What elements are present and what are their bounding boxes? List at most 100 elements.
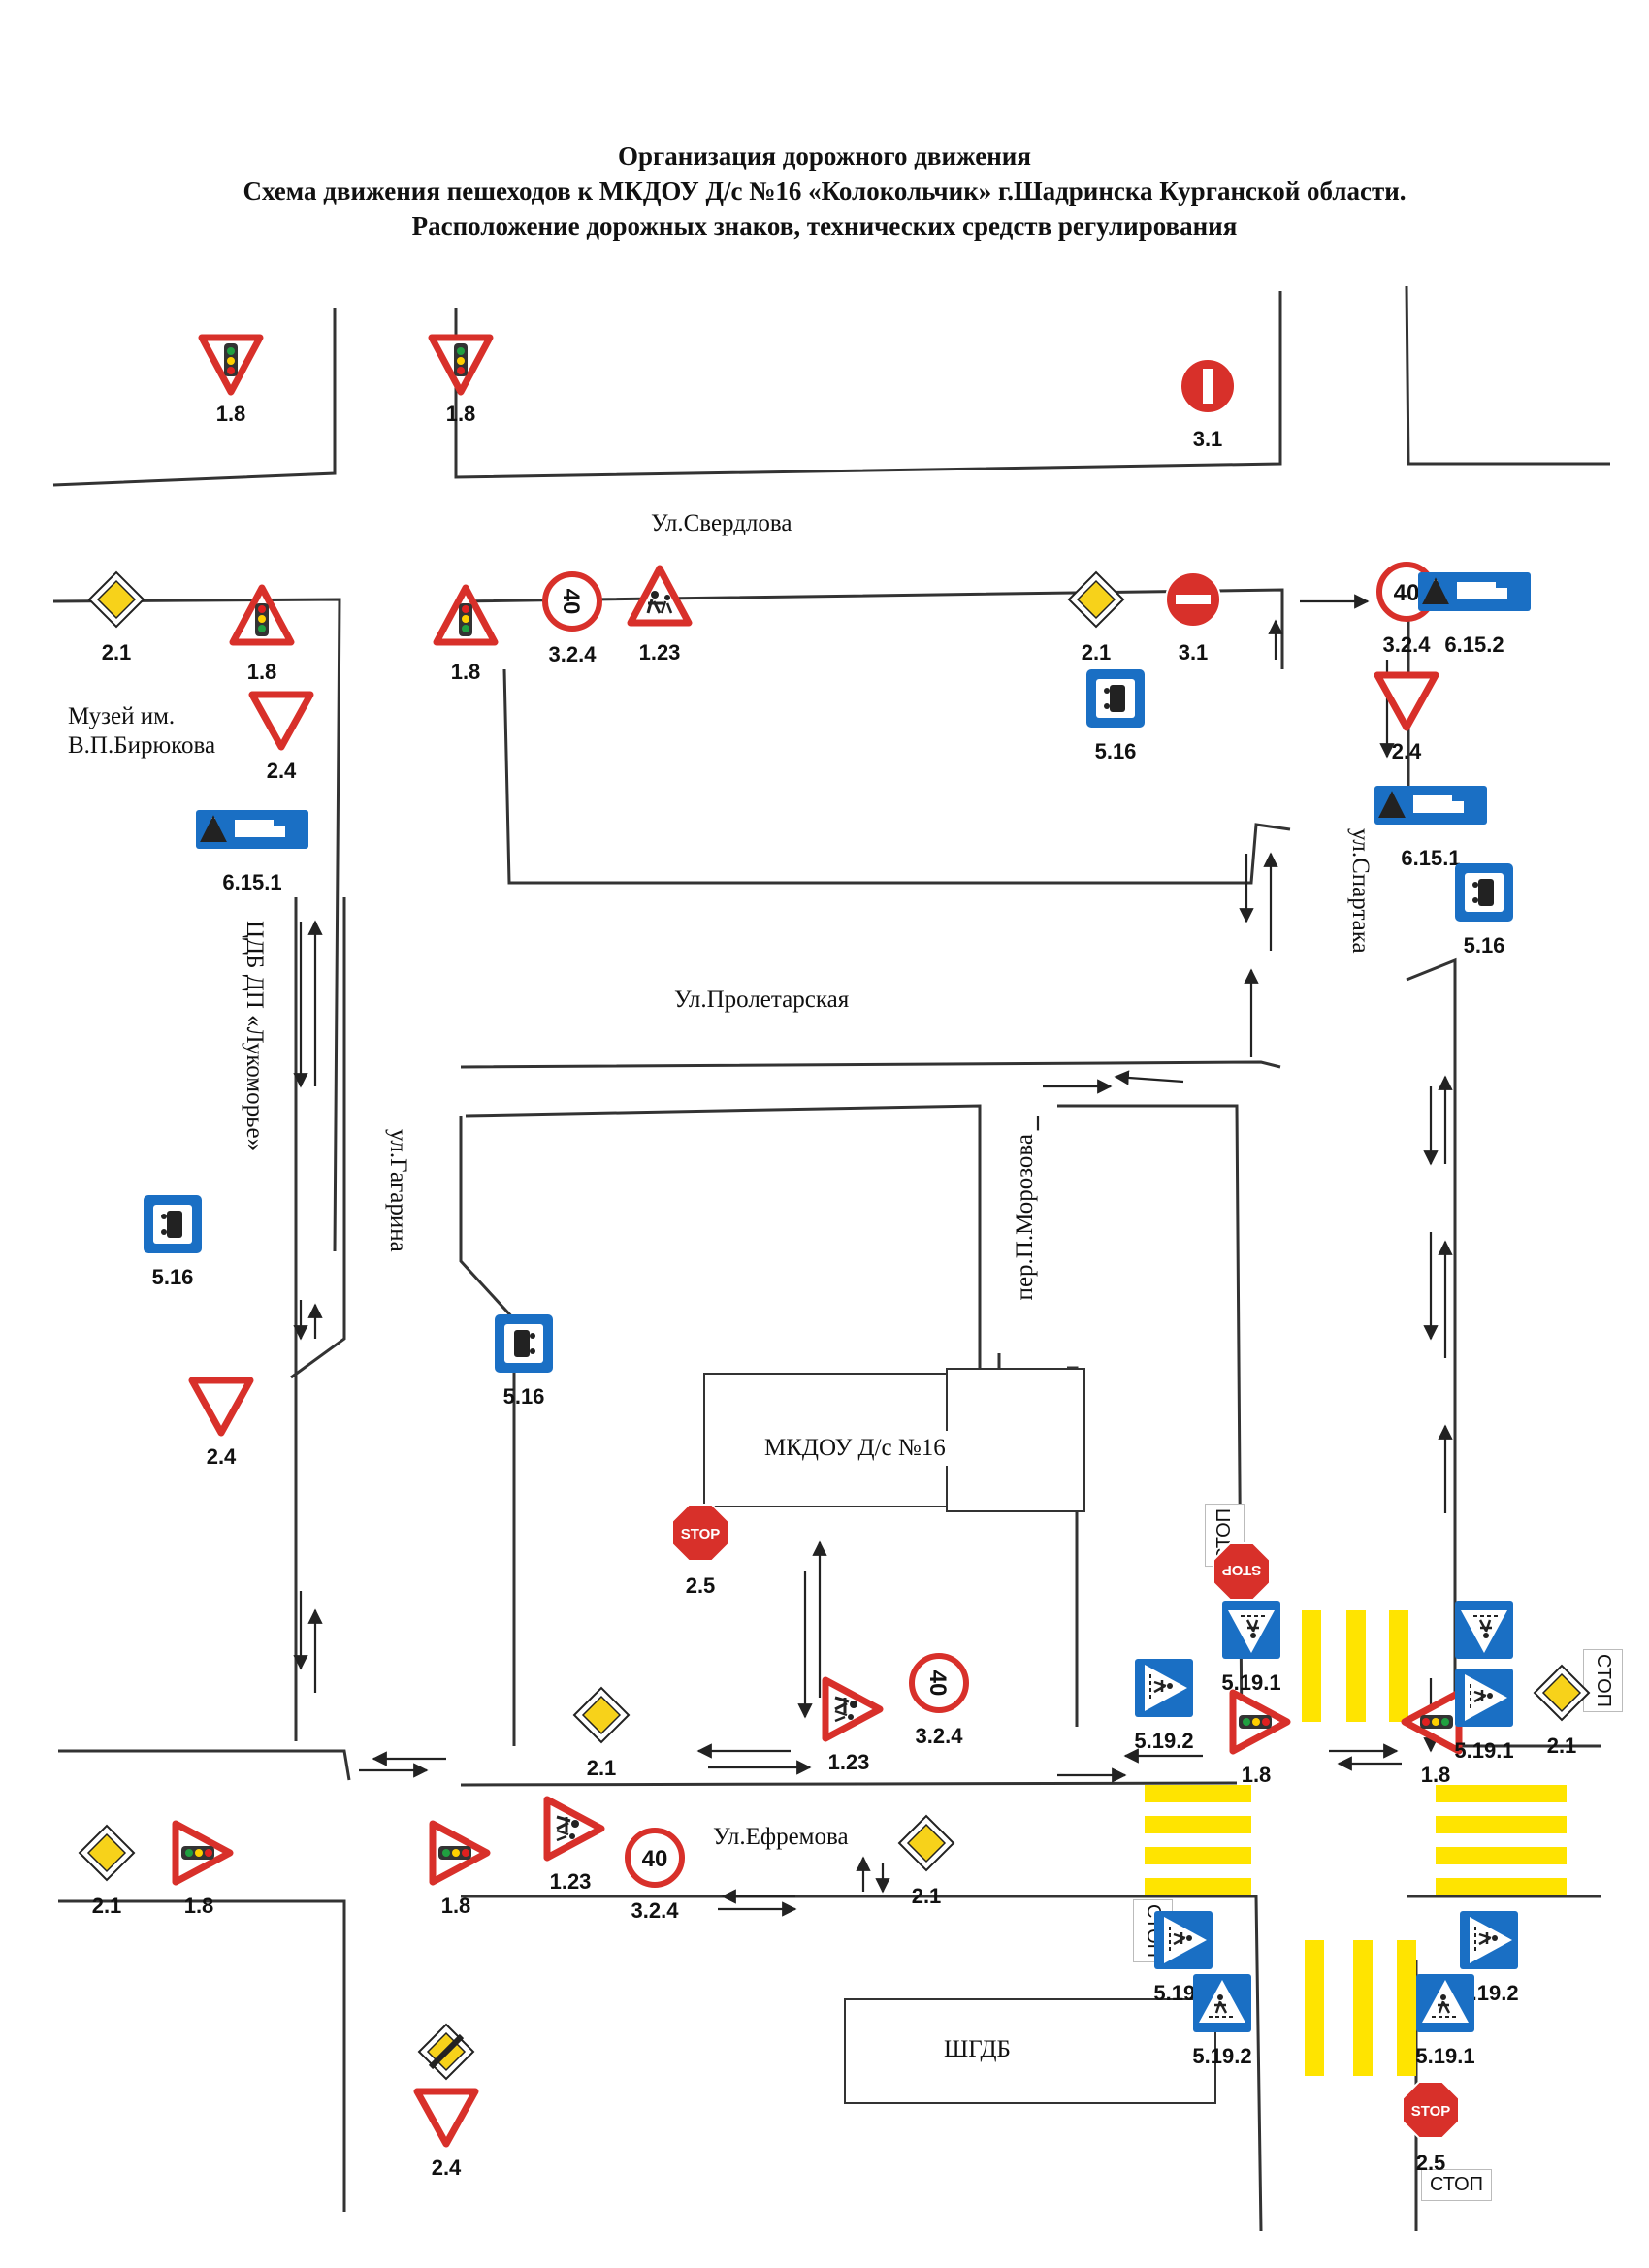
road-sign-icon: STOP 2.5 (671, 1504, 729, 1598)
sign-code-label: 2.1 (102, 640, 132, 664)
road-sign-icon: 1.8 (1401, 1689, 1463, 1787)
road-sign-icon: 1.8 (198, 334, 264, 426)
road-sign-noentry: 3.1 (1169, 347, 1246, 454)
road-sign-icon: 2.1 (1533, 1664, 1591, 1758)
road-sign-icon: 2.1 (897, 1814, 955, 1908)
road-sign-children-tri: 1.23 (532, 1790, 609, 1896)
title-line-3: Расположение дорожных знаков, технически… (411, 211, 1238, 241)
road-sign-icon: 2.4 (188, 1377, 254, 1469)
kindergarten-label: МКДОУ Д/с №16 (757, 1431, 954, 1466)
road-sign-icon: 40 3.2.4 (909, 1653, 969, 1748)
sign-code-label: 2.1 (92, 1894, 122, 1918)
road-sign-icon: 1.8 (1229, 1689, 1291, 1787)
sign-code-label: 1.8 (1421, 1763, 1451, 1787)
road-sign-light-tri: 1.8 (427, 580, 504, 687)
road-sign-yield: 2.4 (407, 2076, 485, 2183)
sign-code-label: 2.1 (1547, 1733, 1577, 1758)
street-label-spartaka: ул.Спартака (1339, 825, 1381, 957)
road-sign-icon: 6.15.1 (1374, 786, 1487, 870)
street-label-proletarskaya: Ул.Пролетарская (666, 983, 857, 1018)
sign-code-label: 5.19.2 (1192, 2044, 1251, 2068)
road-sign-main-road: 2.1 (563, 1676, 640, 1783)
road-sign-light-tri: 1.8 (417, 1814, 495, 1921)
road-sign-icon: 5.19.1 (1454, 1669, 1514, 1763)
road-sign-icon: 5.16 (1086, 669, 1145, 763)
street-label-morozova: пер.П.Морозова (1004, 1130, 1047, 1305)
sign-code-label: 3.2.4 (1383, 632, 1432, 657)
sign-code-label: 1.8 (216, 402, 246, 426)
sign-code-label: 3.1 (1193, 427, 1223, 451)
sign-code-label: 2.4 (432, 2155, 462, 2180)
library-label: ЦДБ ДП «Лукоморье» (242, 921, 268, 1151)
road-sign-icon: 1.23 (627, 565, 693, 664)
sign-code-label: 5.19.2 (1134, 1729, 1193, 1753)
road-sign-icon: 1.23 (543, 1796, 605, 1894)
sign-code-label: 6.15.1 (222, 870, 281, 894)
road-sign-crossing: 5.19.2 (1183, 1964, 1261, 2071)
sign-code-label: 2.4 (267, 759, 297, 783)
kindergarten-building (703, 1373, 1082, 1507)
svg-text:40: 40 (924, 1670, 951, 1697)
sign-code-label: 6.15.1 (1401, 846, 1460, 870)
sign-code-label: 5.16 (152, 1265, 194, 1289)
road-sign-main-road: 2.1 (1057, 561, 1135, 667)
road-sign-light-tri: 1.8 (1397, 1683, 1474, 1790)
road-sign-icon: 2.1 (87, 570, 146, 664)
sign-code-label: 2.5 (686, 1573, 716, 1598)
road-sign-lane-blue: 6.15.1 (184, 791, 320, 897)
sign-code-label: 2.1 (1082, 640, 1112, 664)
sign-code-label: 1.23 (550, 1869, 592, 1894)
title-line-1: Организация дорожного движения (618, 142, 1031, 171)
road-sign-bus: 5.16 (485, 1305, 563, 1411)
sign-code-label: 1.23 (639, 640, 681, 664)
road-sign-speed40: 40 3.2.4 (616, 1819, 694, 1926)
road-sign-crossing: 5.19.1 (1445, 1659, 1523, 1766)
sign-code-label: 1.8 (1242, 1763, 1272, 1787)
road-sign-children-tri: 1.23 (621, 561, 698, 667)
sign-code-label: 1.8 (247, 660, 277, 684)
svg-text:STOP: STOP (681, 1526, 721, 1542)
road-sign-light-tri: 1.8 (223, 580, 301, 687)
road-sign-icon: 5.19.2 (1134, 1659, 1194, 1753)
road-sign-icon: 5.16 (144, 1195, 202, 1289)
road-sign-icon: 5.16 (1455, 863, 1513, 957)
road-sign-light-tri: 1.8 (160, 1814, 238, 1921)
sign-code-label: 1.23 (828, 1750, 870, 1774)
sign-code-label: 1.8 (451, 660, 481, 684)
title-line-2: Схема движения пешеходов к МКДОУ Д/с №16… (242, 177, 1406, 206)
stop-line-marking: СТОП (1421, 2169, 1493, 2201)
road-sign-icon: 40 3.2.4 (625, 1828, 685, 1923)
sign-code-label: 3.2.4 (916, 1724, 964, 1748)
road-sign-icon: 1.8 (229, 584, 295, 684)
road-sign-icon: 1.8 (172, 1820, 234, 1918)
svg-text:40: 40 (642, 1846, 668, 1872)
road-sign-children-tri: 1.23 (810, 1670, 888, 1777)
road-sign-main-road: 2.1 (888, 1804, 965, 1911)
museum-label: Музей им. В.П.Бирюкова (68, 703, 216, 759)
road-sign-crossing: 5.19.2 (1450, 1901, 1528, 2008)
road-sign-yield: 2.4 (242, 679, 320, 786)
crosswalk-stripes (1145, 1610, 1567, 2076)
road-sign-lane-blue: 6.15.2 (1406, 553, 1542, 660)
stop-line-marking: СТОП (1583, 1649, 1623, 1713)
road-sign-bus: 5.16 (1445, 854, 1523, 960)
sign-code-label: 3.2.4 (631, 1898, 680, 1923)
shgdb-building (844, 1998, 1216, 2104)
svg-text:STOP: STOP (1222, 1562, 1262, 1578)
road-sign-stop: STOP 2.5 (662, 1494, 739, 1601)
shgdb-label: ШГДБ (936, 2032, 1018, 2067)
sign-code-label: 6.15.2 (1444, 632, 1504, 657)
street-label-sverdlova: Ул.Свердлова (643, 506, 800, 541)
sign-code-label: 1.8 (184, 1894, 214, 1918)
road-sign-icon: 3.1 (1180, 358, 1236, 451)
road-sign-bus: 5.16 (1077, 660, 1154, 766)
kindergarten-wing (946, 1368, 1085, 1512)
road-sign-icon: 2.1 (78, 1824, 136, 1918)
sign-code-label: 1.8 (446, 402, 476, 426)
road-sign-noentry: 3.1 (1154, 561, 1232, 667)
sign-code-label: 5.16 (503, 1384, 545, 1409)
road-sign-icon: 5.19.2 (1192, 1974, 1252, 2068)
road-sign-icon: 5.19.1 (1221, 1601, 1281, 1695)
